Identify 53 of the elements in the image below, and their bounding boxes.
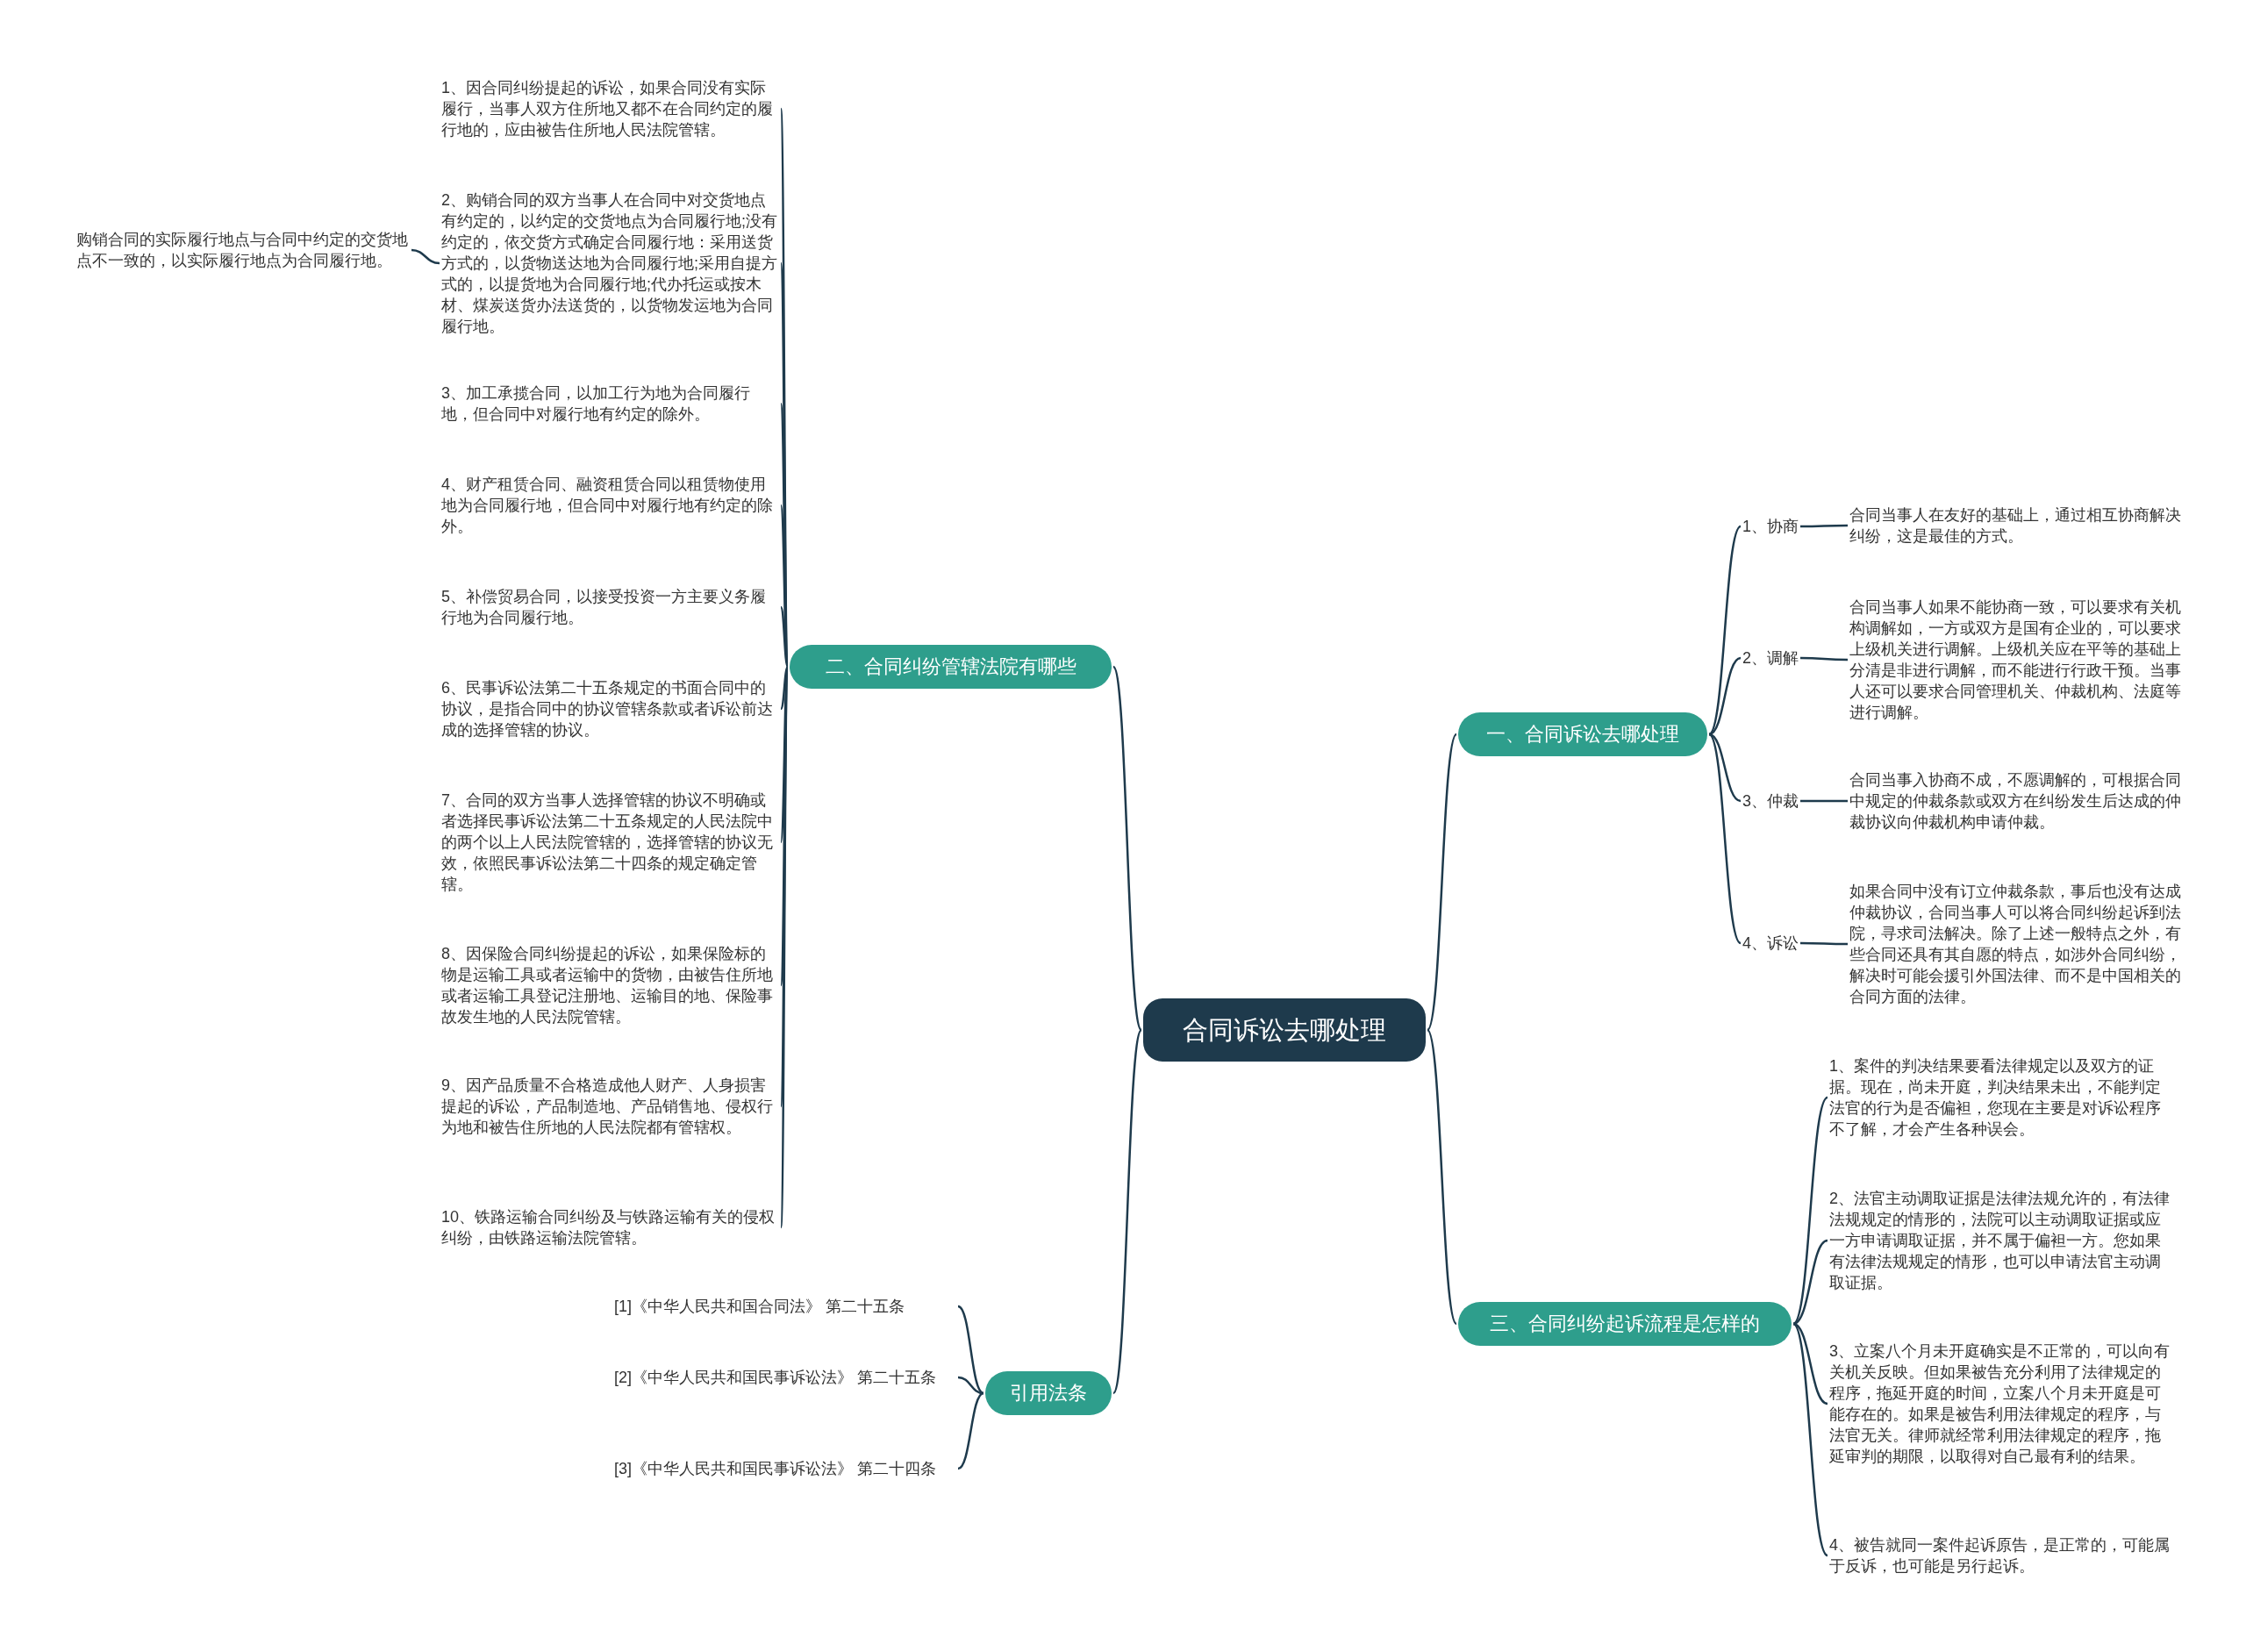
connector-line [1708,526,1742,735]
branch-topic: 一、合同诉讼去哪处理 [1458,712,1707,756]
connector-line [1112,666,1143,1031]
note-text: 1、因合同纠纷提起的诉讼，如果合同没有实际履行，当事人双方住所地又都不在合同约定的履行地的，应由被告住所地人民法院管辖。 [441,77,779,140]
connector-line [1792,1323,1828,1556]
citation-text: [3]《中华人民共和国民事诉讼法》 第二十四条 [614,1458,956,1479]
connector-line [779,666,790,710]
connector-line [1112,1029,1143,1394]
note-text: 2、购销合同的双方当事人在合同中对交货地点有约定的，以约定的交货地点为合同履行地;没有约定的，依交货方式确定合同履行地：采用送货方式的，以货物送达地为合同履行地;采用自提方式的，以提货地为合同履行地;代办托运或按木材、煤炭送货办法送货的，以货物发运地为合同履行地。 [441,190,779,337]
note-text: 5、补偿贸易合同，以接受投资一方主要义务履行地为合同履行地。 [441,586,779,628]
note-text: 合同当事人在友好的基础上，通过相互协商解决纠纷，这是最佳的方式。 [1849,504,2192,547]
subtopic-label: 2、调解 [1742,647,1799,669]
note-text: 如果合同中没有订立仲裁条款，事后也没有达成仲裁协议，合同当事人可以将合同纠纷起诉到法院，寻求司法解决。除了上述一般特点之外，有些合同还具有其自愿的特点，如涉外合同纠纷，解决时可能会援引外国法律、而不是中国相关的合同方面的法律。 [1849,881,2192,1007]
connector-line [957,1305,984,1395]
connector-line [1800,656,1848,662]
connector-line [957,1391,984,1470]
note-text: 10、铁路运输合同纠纷及与铁路运输有关的侵权纠纷，由铁路运输法院管辖。 [441,1206,779,1248]
note-text: 购销合同的实际履行地点与合同中约定的交货地点不一致的，以实际履行地点为合同履行地。 [76,229,410,271]
connector-line [1792,1322,1828,1405]
connector-line [1708,733,1742,803]
note-text: 3、立案八个月未开庭确实是不正常的，可以向有关机关反映。但如果被告充分利用了法律规定的程序，拖延开庭的时间，立案八个月未开庭是可能存在的。如果是被告利用法律规定的程序，与法官无关。律师就经常利用法律规定的程序，拖延审判的期限，以取得对自己最有利的结果。 [1829,1341,2171,1467]
note-text: 2、法官主动调取证据是法律法规允许的，有法律法规规定的情形的，法院可以主动调取证据或应一方申请调取证据，并不属于偏袒一方。您如果有法律法规规定的情形，也可以申请法官主动调取证据。 [1829,1188,2171,1293]
note-text: 3、加工承揽合同，以加工行为地为合同履行地，但合同中对履行地有约定的除外。 [441,383,779,425]
subtopic-label: 4、诉讼 [1742,933,1799,954]
note-text: 1、案件的判决结果要看法律规定以及双方的证据。现在，尚未开庭，判决结果未出，不能判定法官的行为是否偏袒，您现在主要是对诉讼程序不了解，才会产生各种误会。 [1829,1055,2171,1140]
note-text: 4、财产租赁合同、融资租赁合同以租赁物使用地为合同履行地，但合同中对履行地有约定的除外。 [441,474,779,537]
branch-topic: 二、合同纠纷管辖法院有哪些 [790,645,1112,689]
branch-topic: 三、合同纠纷起诉流程是怎样的 [1458,1302,1792,1346]
connector-line [1800,941,1848,946]
connector-line [411,248,440,265]
citation-text: [2]《中华人民共和国民事诉讼法》 第二十五条 [614,1367,956,1388]
subtopic-label: 1、协商 [1742,516,1799,537]
note-text: 合同当事入协商不成，不愿调解的，可根据合同中规定的仲裁条款或双方在纠纷发生后达成的仲裁协议向仲裁机构申请仲裁。 [1849,769,2192,833]
note-text: 7、合同的双方当事人选择管辖的协议不明确或者选择民事诉讼法第二十五条规定的人民法院中的两个以上人民法院管辖的，选择管辖的协议无效，依照民事诉讼法第二十四条的规定确定管辖。 [441,790,779,895]
connector-line [1792,1097,1828,1325]
note-text: 6、民事诉讼法第二十五条规定的书面合同中的协议，是指合同中的协议管辖条款或者诉讼前达成的选择管辖的协议。 [441,677,779,740]
connector-line [1800,799,1848,803]
citation-text: [1]《中华人民共和国合同法》 第二十五条 [614,1296,956,1317]
note-text: 合同当事人如果不能协商一致，可以要求有关机构调解如，一方或双方是国有企业的，可以要求上级机关进行调解。上级机关应在平等的基础上分清是非进行调解，而不能进行行政干预。当事人还可以要求合同管理机关、仲裁机构、法庭等进行调解。 [1849,597,2192,723]
connector-line [1708,733,1742,944]
branch-topic: 引用法条 [985,1371,1112,1415]
subtopic-label: 3、仲裁 [1742,790,1799,812]
note-text: 4、被告就同一案件起诉原告，是正常的，可能属于反诉，也可能是另行起诉。 [1829,1534,2171,1577]
connector-line [1792,1239,1828,1326]
connector-line [779,606,790,668]
central-topic: 合同诉讼去哪处理 [1143,998,1426,1062]
connector-line [1426,1029,1458,1325]
connector-line [1708,656,1742,736]
connector-line [1800,524,1848,528]
note-text: 9、因产品质量不合格造成他人财产、人身损害提起的诉讼，产品制造地、产品销售地、侵权行为地和被告住所地的人民法院都有管辖权。 [441,1075,779,1138]
connector-line [1426,733,1458,1031]
connector-line [957,1376,984,1395]
note-text: 8、因保险合同纠纷提起的诉讼，如果保险标的物是运输工具或者运输中的货物，由被告住所地或者运输工具登记注册地、运输目的地、保险事故发生地的人民法院管辖。 [441,943,779,1027]
